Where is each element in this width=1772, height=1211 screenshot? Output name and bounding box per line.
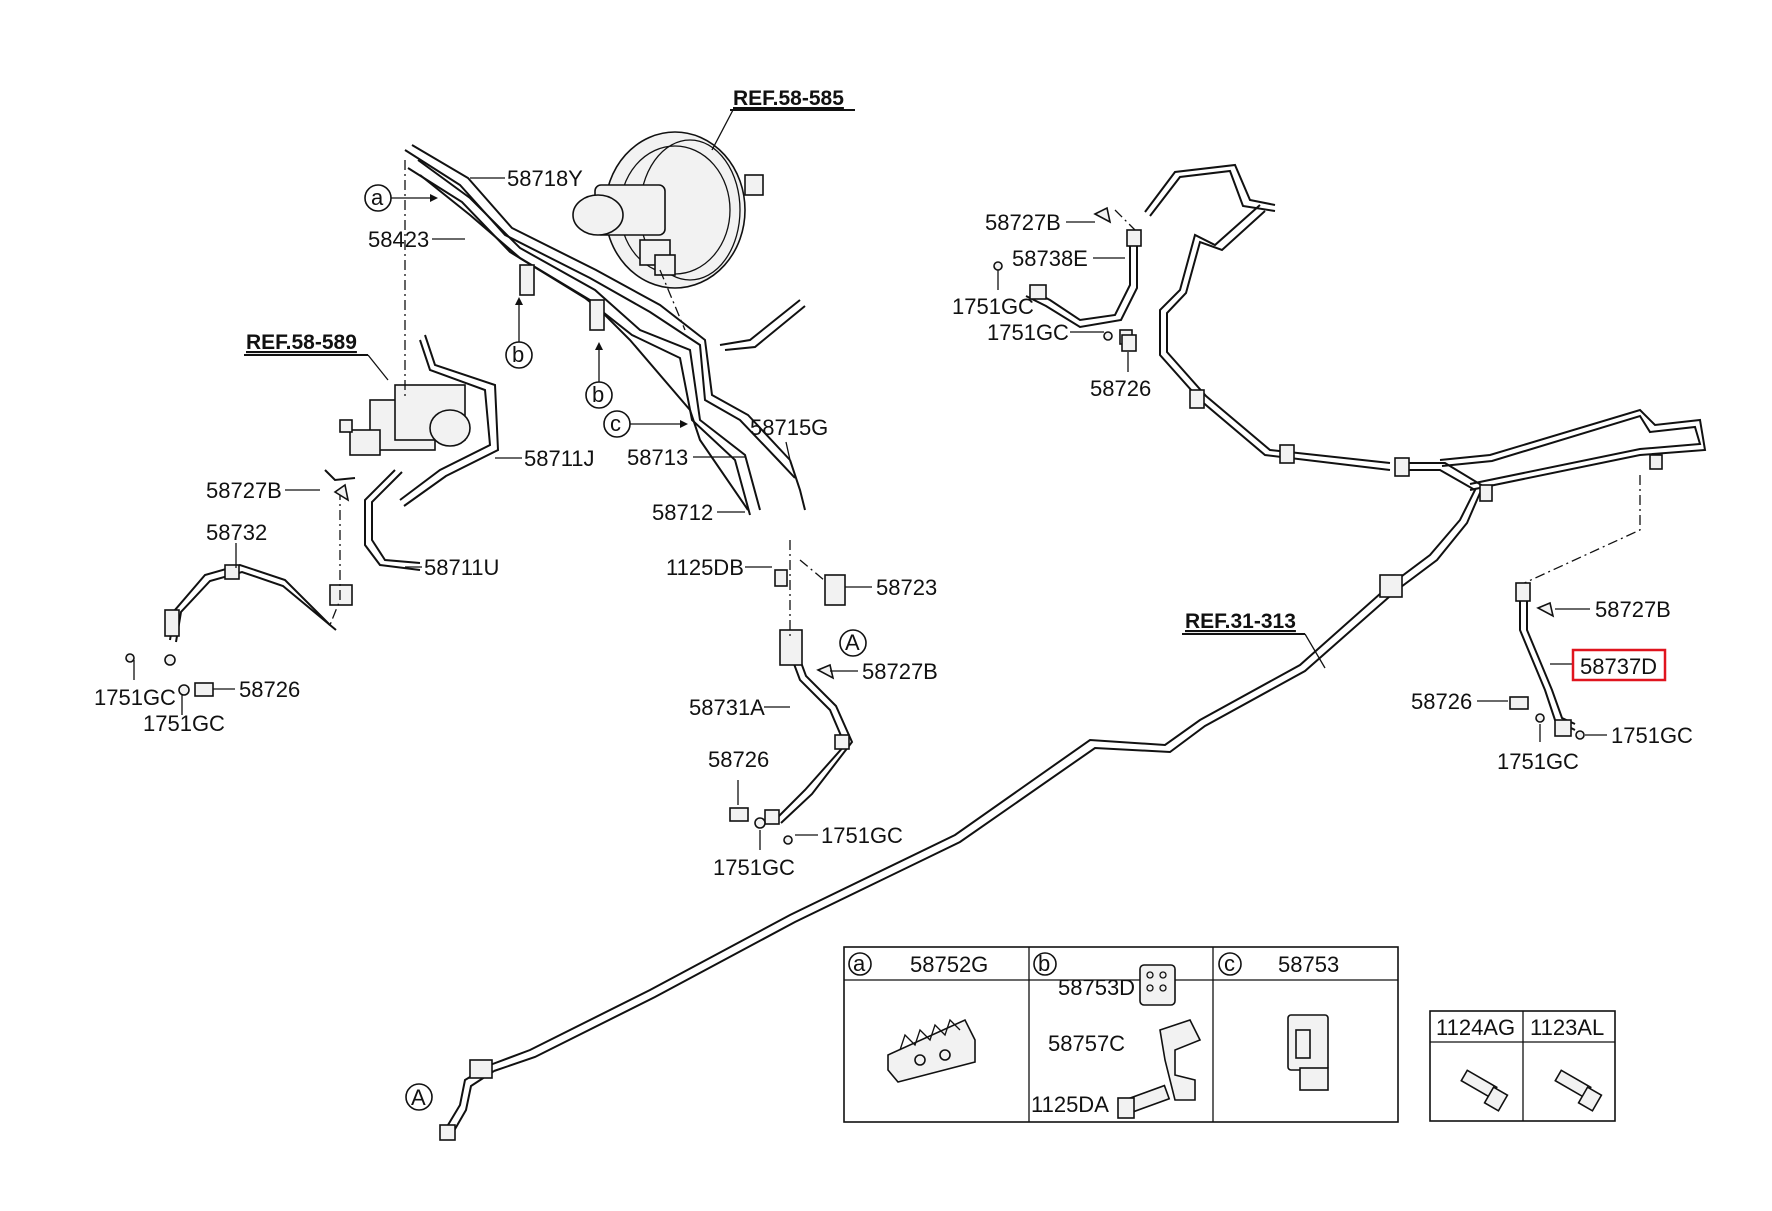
front-brake-lines <box>324 144 806 571</box>
label-58738E: 58738E <box>1012 246 1088 271</box>
part-labels: 58718Y 58423 58711J 58711U 58727B 58732 … <box>94 166 1693 880</box>
label-58723: 58723 <box>876 575 937 600</box>
label-58727B-rear-right: 58727B <box>1595 597 1671 622</box>
label-58727B-rear-left: 58727B <box>985 210 1061 235</box>
rear-fitting-A <box>439 1059 495 1141</box>
highlight-58737D <box>1571 648 1667 682</box>
label-58711U: 58711U <box>424 555 499 580</box>
reference-labels: REF.58-585 REF.58-589 REF.31-313 <box>244 87 1326 669</box>
ref-booster: REF.58-585 <box>733 87 844 110</box>
callout-A-front: A <box>845 630 860 655</box>
label-58731A: 58731A <box>689 695 765 720</box>
bolt-header-1124AG: 1124AG <box>1436 1015 1515 1040</box>
label-58712: 58712 <box>652 500 713 525</box>
ref-abs: REF.58-589 <box>246 331 357 354</box>
label-58737D: 58737D <box>1580 654 1657 679</box>
label-1751GC-4: 1751GC <box>713 855 795 880</box>
label-58713: 58713 <box>627 445 688 470</box>
label-58423: 58423 <box>368 227 429 252</box>
label-1751GC-8: 1751GC <box>1497 749 1579 774</box>
bolt-header-1123AL: 1123AL <box>1530 1015 1604 1040</box>
hose-58737D <box>1515 582 1576 737</box>
label-58727B-front-right: 58727B <box>862 659 938 684</box>
table-part-1125DA: 1125DA <box>1031 1092 1109 1117</box>
abs-modulator <box>339 384 471 456</box>
callout-c: c <box>610 411 621 436</box>
callout-b-2: b <box>592 382 604 407</box>
callout-bubbles: a b b c A A <box>364 184 867 1111</box>
table-letter-c: c <box>1224 951 1235 976</box>
label-58727B-front-left: 58727B <box>206 478 282 503</box>
brake-booster <box>572 131 764 289</box>
label-58726-rear-left: 58726 <box>1090 376 1151 401</box>
callout-A-rear: A <box>411 1085 426 1110</box>
label-1751GC-7: 1751GC <box>1611 723 1693 748</box>
bolt-1124AG-drawing <box>1460 1069 1509 1112</box>
clip-58753D-drawing <box>1139 964 1176 1006</box>
small-hardware <box>125 206 1585 845</box>
label-1751GC-1: 1751GC <box>94 685 176 710</box>
callout-a: a <box>371 185 384 210</box>
leader-dashes <box>329 160 1641 640</box>
table-part-58757C: 58757C <box>1048 1031 1125 1056</box>
label-1751GC-5: 1751GC <box>952 294 1034 319</box>
hose-58731A <box>764 629 854 825</box>
clip-58752G-drawing <box>887 1018 976 1083</box>
table-letter-a: a <box>853 951 866 976</box>
bolt-1123AL-drawing <box>1554 1069 1603 1112</box>
label-1751GC-2: 1751GC <box>143 711 225 736</box>
table-part-58753D: 58753D <box>1058 975 1135 1000</box>
bracket-58757C-drawing <box>1159 1019 1202 1101</box>
table-part-58752G: 58752G <box>910 952 988 977</box>
bolt-table: 1124AG 1123AL <box>1429 1010 1616 1122</box>
label-58718Y: 58718Y <box>507 166 583 191</box>
label-58726-front-left: 58726 <box>239 677 300 702</box>
detail-table: a 58752G b 58753D 58757C 1125DA c 58753 <box>843 946 1399 1123</box>
label-58726-front-right: 58726 <box>708 747 769 772</box>
label-58732: 58732 <box>206 520 267 545</box>
callout-b-1: b <box>512 342 524 367</box>
rear-left-lines <box>489 163 1707 1072</box>
hose-58732 <box>164 563 353 666</box>
label-58715G: 58715G <box>750 415 828 440</box>
bolt-1125DA-drawing <box>1117 1084 1171 1119</box>
ref-rear-line: REF.31-313 <box>1185 610 1296 633</box>
label-58726-rear-right: 58726 <box>1411 689 1472 714</box>
label-58711J: 58711J <box>524 446 595 471</box>
label-1751GC-3: 1751GC <box>821 823 903 848</box>
label-1125DB: 1125DB <box>666 555 744 580</box>
table-part-58753: 58753 <box>1278 952 1339 977</box>
clip-58753-drawing <box>1287 1014 1329 1091</box>
label-1751GC-6: 1751GC <box>987 320 1069 345</box>
table-letter-b: b <box>1038 951 1050 976</box>
hose-58738E <box>1025 229 1142 345</box>
